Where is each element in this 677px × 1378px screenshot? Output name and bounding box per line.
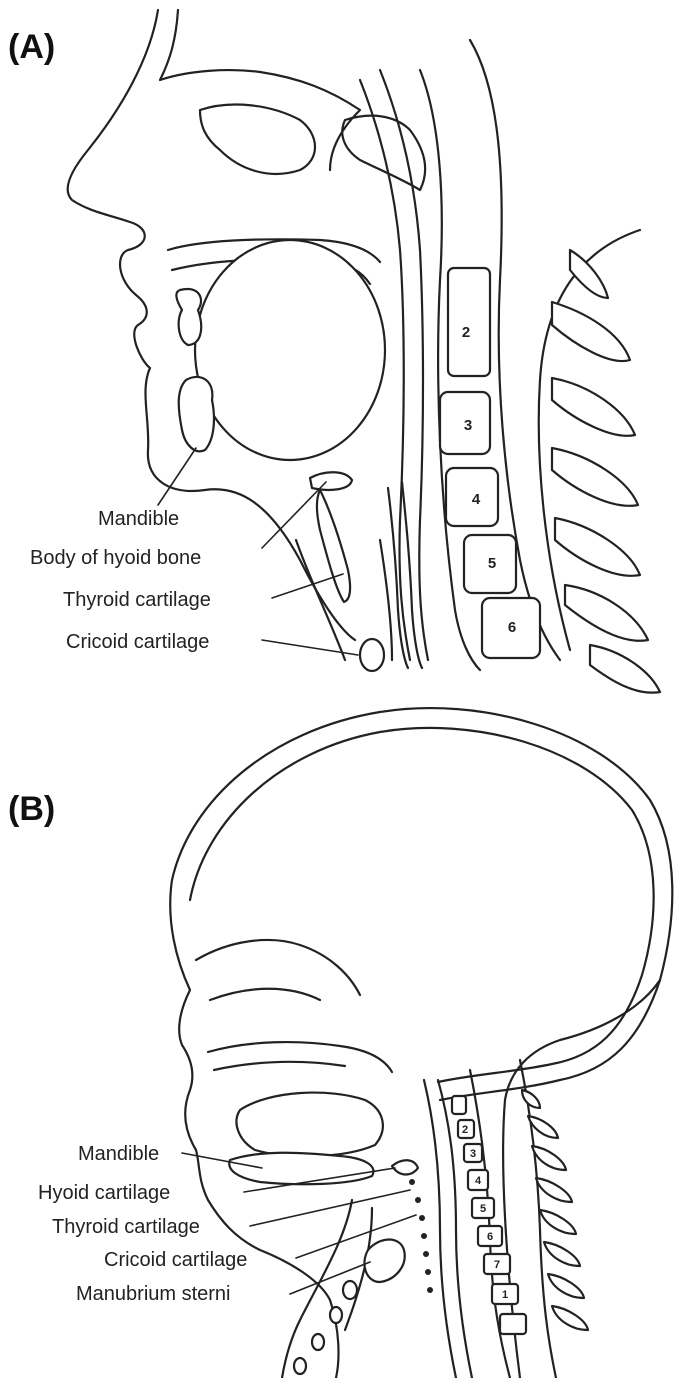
panel-b-label-mandible: Mandible [78, 1143, 159, 1165]
panel-a-vertebra-number: 5 [488, 555, 496, 572]
panel-b-vertebra-number: 5 [480, 1203, 486, 1215]
panel-b-vertebra [452, 1096, 466, 1114]
panel-b-vertebra-number: 2 [462, 1124, 468, 1136]
panel-a-spinous-processes [552, 250, 660, 693]
panel-b-brow [196, 940, 360, 1000]
panel-a-leader-cricoid [262, 640, 358, 655]
panel-a-vertebra-number: 2 [462, 324, 470, 341]
panel-a-vertebra [448, 268, 490, 376]
panel-b-tracheal-rings [409, 1179, 433, 1293]
panel-a-leader-mandible [158, 448, 196, 505]
panel-a-esophagus [388, 482, 422, 668]
panel-a-cricoid-cartilage [360, 639, 384, 671]
panel-b: (B) [8, 708, 672, 1378]
panel-b-tongue [236, 1093, 382, 1157]
panel-b-label-manubrium: Manubrium sterni [76, 1283, 231, 1305]
panel-a-label-cricoid: Cricoid cartilage [66, 631, 209, 653]
panel-b-palate [208, 1042, 392, 1072]
panel-b-label-cricoid: Cricoid cartilage [104, 1249, 247, 1271]
panel-b-manubrium [364, 1240, 404, 1283]
panel-b-vertebra-number: 7 [494, 1259, 500, 1271]
panel-b-leader-thyroid [250, 1190, 410, 1226]
panel-b-vertebra [500, 1314, 526, 1334]
panel-b-sternum-segments [294, 1281, 357, 1374]
panel-b-label: (B) [8, 790, 55, 828]
panel-b-label-thyroid: Thyroid cartilage [52, 1216, 200, 1238]
panel-a-tongue [195, 240, 385, 460]
panel-b-skull-inner [190, 728, 654, 1082]
panel-b-label-hyoid: Hyoid cartilage [38, 1182, 170, 1204]
panel-b-vertebra-number: 1 [502, 1289, 508, 1301]
panel-a-hyoid-bone [310, 472, 352, 490]
panel-b-mandible [229, 1153, 373, 1185]
panel-a-vertebra-number: 6 [508, 619, 516, 636]
panel-a-vertebra-number: 3 [464, 417, 472, 434]
panel-a-label: (A) [8, 28, 55, 66]
panel-b-vertebra-number: 6 [487, 1231, 493, 1243]
panel-a-label-thyroid: Thyroid cartilage [63, 589, 211, 611]
panel-a-label-mandible: Mandible [98, 508, 179, 530]
panel-a-thyroid-cartilage [317, 490, 350, 602]
panel-b-vertebra-number: 4 [475, 1175, 482, 1187]
panel-a-vertebra-number: 4 [472, 491, 481, 508]
panel-b-skull-outer [172, 708, 672, 1100]
panel-b-vertebra-number: 3 [470, 1148, 476, 1160]
panel-b-larynx [282, 1200, 372, 1378]
panel-a-label-hyoid: Body of hyoid bone [30, 547, 201, 569]
panel-b-hyoid [392, 1160, 418, 1174]
panel-a: (A) 2 3 4 5 6 [8, 10, 660, 693]
panel-a-leader-thyroid [272, 574, 343, 598]
panel-a-neck-back [539, 230, 640, 650]
